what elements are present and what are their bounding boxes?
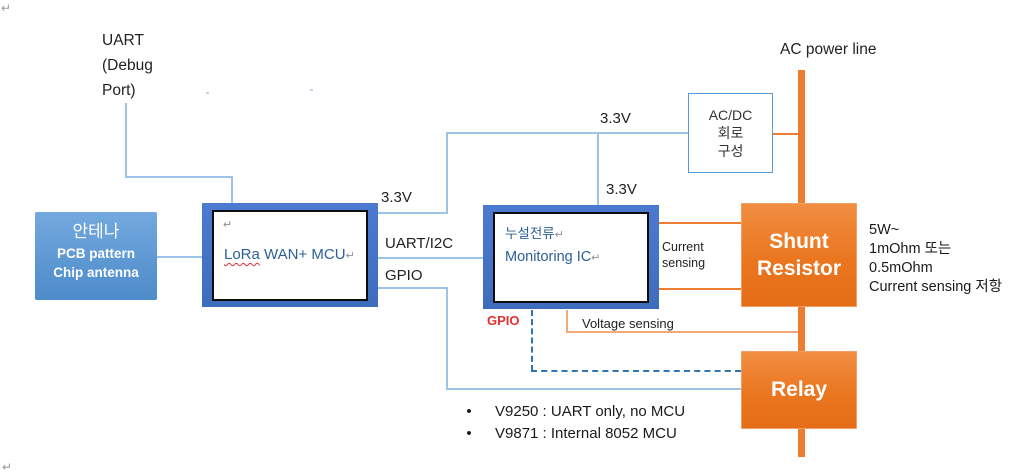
gpio-line [378,287,448,289]
monitoring-ic-label-line2: Monitoring IC↵ [505,249,600,265]
paragraph-mark-icon: ↵ [554,229,564,241]
v33-label-top: 3.3V [600,110,631,127]
uart-i2c-label: UART/I2C [385,235,454,252]
lora-mcu-label: LoRa WAN+ MCU↵ [224,246,355,263]
gpio-line [446,287,448,390]
uart-debug-connector [231,176,233,204]
power-3v3-line [446,132,448,214]
uart-debug-port-label: UART (Debug Port) [102,32,153,99]
acdc-power-connector [773,133,800,135]
list-item-text: V9250 : UART only, no MCU [495,403,686,420]
mcu-word: WAN+ MCU [259,246,346,263]
leakage-current-text: 누설전류 [505,226,555,241]
bullet-icon: • [466,425,472,442]
lora-word: LoRa [224,246,260,263]
ic-gpio-dashed-line [531,310,533,371]
voltage-sensing-line [566,310,568,333]
power-3v3-line [378,212,448,214]
antenna-title: 안테나 [72,222,120,241]
v33-label-mcu: 3.3V [381,189,412,206]
voltage-sensing-label: Voltage sensing [582,316,674,331]
list-item-text: V9871 : Internal 8052 MCU [495,425,677,442]
lora-mcu-box: ↵ LoRa WAN+ MCU↵ [202,203,378,307]
shunt-resistor-box: Shunt Resistor [741,203,857,307]
acdc-circuit-box: AC/DC 회로 구성 [688,93,773,173]
power-3v3-line [446,132,689,134]
paragraph-mark-icon: ↵ [591,252,601,264]
list-item: • V9250 : UART only, no MCU [455,401,685,423]
current-sensing-line-top [659,222,742,224]
paragraph-mark-icon: ↵ [1,1,12,15]
list-item: • V9871 : Internal 8052 MCU [455,423,685,445]
gpio-line [446,388,741,390]
ic-gpio-dashed-line [531,370,741,372]
paragraph-mark-icon: ↵ [345,250,355,262]
paragraph-mark-icon: ↵ [2,460,13,474]
artifact-dot [206,92,209,94]
monitoring-ic-box: 누설전류↵ Monitoring IC↵ [483,205,659,309]
monitoring-ic-box-inner: 누설전류↵ Monitoring IC↵ [493,212,649,303]
antenna-subtitle: Chip antenna [53,265,139,280]
voltage-sensing-line [566,331,803,333]
relay-box: Relay [741,351,857,429]
uart-debug-connector [125,176,233,178]
ac-power-line-label: AC power line [780,41,877,58]
gpio-label-mcu: GPIO [385,267,423,284]
uart-i2c-line [378,257,483,259]
artifact-dot [310,89,313,91]
paragraph-mark-icon: ↵ [223,219,233,231]
shunt-spec-note: 5W~ 1mOhm 또는 0.5mOhm Current sensing 저항 [869,222,1003,295]
bullet-icon: • [466,403,472,420]
chip-notes-list: • V9250 : UART only, no MCU • V9871 : In… [455,401,685,445]
current-sensing-label: Current sensing [662,240,706,270]
monitoring-ic-label-line1: 누설전류↵ [505,222,564,242]
antenna-box: 안테나 PCB pattern Chip antenna [35,212,157,300]
antenna-subtitle: PCB pattern [56,246,135,261]
current-sensing-line-bottom [659,288,742,290]
v33-label-ic: 3.3V [606,181,637,198]
antenna-mcu-connector [157,256,203,258]
gpio-label-ic: GPIO [487,313,520,328]
power-3v3-line [597,132,599,205]
uart-debug-connector [125,103,127,176]
lora-mcu-box-inner: ↵ LoRa WAN+ MCU↵ [212,210,368,301]
monitoring-ic-text: Monitoring IC [505,249,592,265]
